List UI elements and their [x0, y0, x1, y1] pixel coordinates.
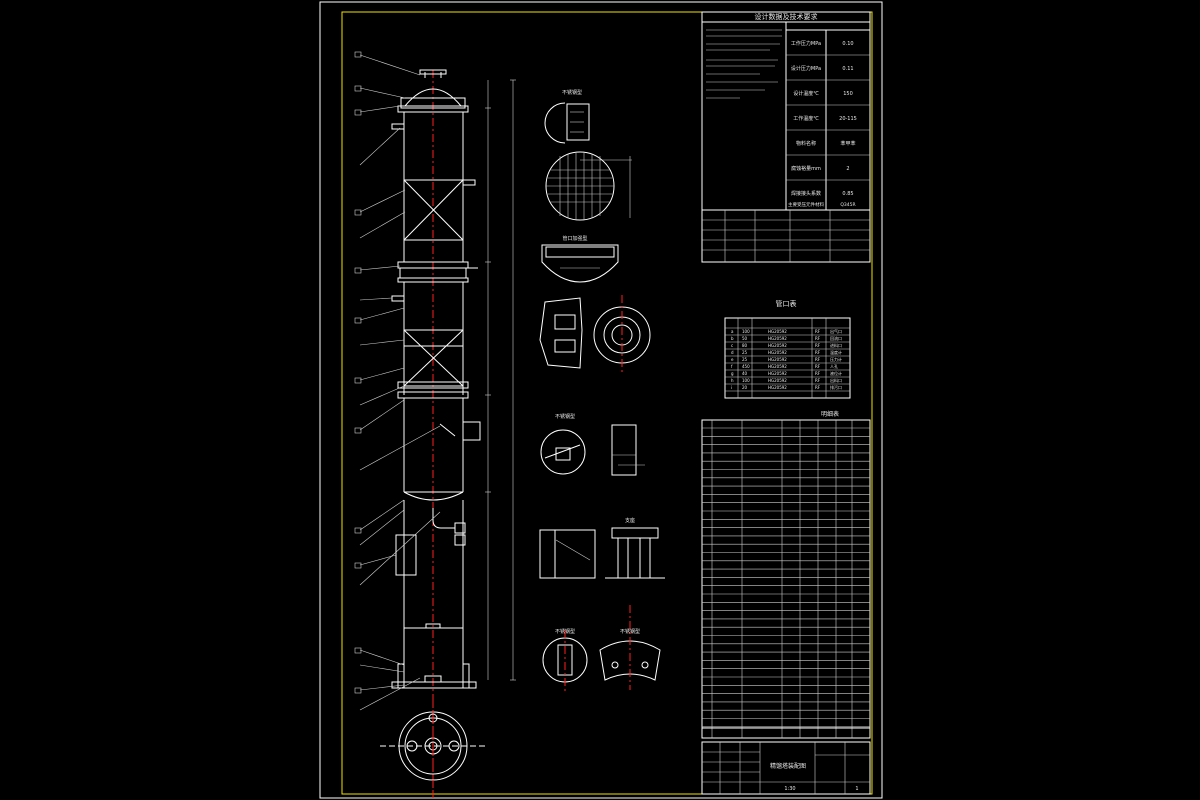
nozzle-use-e: 压力计: [830, 356, 842, 362]
nozzle-table-title: 管口表: [776, 299, 797, 308]
spec-label-6: 腐蚀裕量mm: [791, 165, 821, 172]
tech-spec-title: 设计数据及技术要求: [755, 12, 818, 21]
nozzle-dn-d: 25: [742, 350, 748, 355]
nozzle-use-i: 排污口: [830, 384, 842, 390]
nozzle-std-a: HG20592: [768, 329, 787, 334]
nozzle-use-g: 液位计: [830, 370, 842, 376]
spec-value-2: 0.11: [842, 66, 853, 72]
nozzle-face-a: RF: [815, 329, 821, 334]
nozzle-dn-c: 80: [742, 343, 748, 348]
inner-border: [341, 11, 873, 795]
parts-list: 明细表: [701, 410, 871, 739]
nozzle-sym-e: e: [731, 357, 734, 362]
nozzle-face-b: RF: [815, 336, 821, 341]
nozzle-face-c: RF: [815, 343, 821, 348]
nozzle-dn-h: 100: [742, 378, 750, 383]
drawing-scale: 1:30: [784, 786, 795, 792]
tech-spec-table: 设计数据及技术要求 工作压力MPa 0.10 设计压力MPa 0.11 设计温度…: [701, 11, 871, 263]
nozzle-face-g: RF: [815, 371, 821, 376]
spec-label-8: 主要受压元件材料: [788, 201, 824, 208]
spec-label-4: 工作温度℃: [793, 115, 819, 122]
nozzle-use-c: 进料口: [830, 342, 842, 348]
nozzle-use-b: 回流口: [830, 335, 842, 341]
title-block: 精馏塔装配图 1:30 1: [701, 741, 871, 795]
nozzle-std-g: HG20592: [768, 371, 787, 376]
spec-label-3: 设计温度℃: [793, 90, 819, 97]
detail-4-title: 支座: [625, 517, 635, 524]
nozzle-use-f: 人孔: [830, 363, 838, 369]
nozzle-dn-i: 20: [742, 385, 748, 390]
detail-6-title: 不锈钢型: [620, 628, 640, 635]
nozzle-dn-b: 50: [742, 336, 748, 341]
nozzle-table: 管口表 a b c d e f g h i 100 50 80 25 25: [724, 299, 851, 399]
detail-5-title: 不锈钢型: [555, 628, 575, 635]
spec-value-3: 150: [843, 91, 853, 97]
parts-list-title: 明细表: [821, 410, 839, 418]
outer-border: [319, 1, 883, 799]
detail-2-title: 管口加强型: [562, 235, 587, 242]
nozzle-use-a: 出气口: [830, 328, 842, 334]
spec-value-8: Q345R: [840, 202, 855, 208]
nozzle-face-e: RF: [815, 357, 821, 362]
nozzle-sym-b: b: [731, 336, 734, 341]
detail-3-title: 不锈钢型: [555, 413, 575, 420]
nozzle-std-e: HG20592: [768, 357, 787, 362]
nozzle-dn-e: 25: [742, 357, 748, 362]
nozzle-dn-g: 40: [742, 371, 748, 376]
nozzle-face-f: RF: [815, 364, 821, 369]
tower-plan-view: [380, 700, 486, 795]
spec-value-7: 0.85: [842, 191, 853, 197]
nozzle-std-f: HG20592: [768, 364, 787, 369]
nozzle-sym-a: a: [731, 329, 734, 334]
nozzle-std-i: HG20592: [768, 385, 787, 390]
nozzle-sym-f: f: [731, 364, 733, 369]
nozzle-std-d: HG20592: [768, 350, 787, 355]
nozzle-sym-i: i: [731, 385, 732, 390]
nozzle-dn-a: 100: [742, 329, 750, 334]
nozzle-std-c: HG20592: [768, 343, 787, 348]
nozzle-use-d: 温度计: [830, 349, 842, 355]
nozzle-face-d: RF: [815, 350, 821, 355]
spec-label-1: 工作压力MPa: [791, 40, 821, 47]
nozzle-sym-g: g: [731, 371, 734, 376]
nozzle-std-h: HG20592: [768, 378, 787, 383]
spec-value-1: 0.10: [842, 41, 853, 47]
nozzle-face-h: RF: [815, 378, 821, 383]
nozzle-dn-f: 450: [742, 364, 750, 369]
spec-label-7: 焊接接头系数: [791, 190, 821, 197]
nozzle-std-b: HG20592: [768, 336, 787, 341]
spec-value-5: 苯甲苯: [840, 140, 855, 147]
tower-elevation: [354, 51, 516, 800]
nozzle-use-h: 出料口: [830, 377, 842, 383]
drawing-sheet: 1: [855, 786, 858, 792]
nozzle-sym-c: c: [731, 343, 733, 348]
spec-value-6: 2: [846, 166, 849, 172]
spec-label-2: 设计压力MPa: [791, 65, 821, 72]
nozzle-face-i: RF: [815, 385, 821, 390]
drawing-title: 精馏塔装配图: [770, 762, 806, 770]
nozzle-sym-d: d: [731, 350, 734, 355]
detail-views: 不锈钢型 管口加强型 不锈钢型: [539, 89, 665, 692]
spec-value-4: 20-115: [839, 116, 857, 122]
detail-1-title: 不锈钢型: [562, 89, 582, 96]
nozzle-sym-h: h: [731, 378, 734, 383]
spec-label-5: 物料名称: [796, 140, 816, 147]
